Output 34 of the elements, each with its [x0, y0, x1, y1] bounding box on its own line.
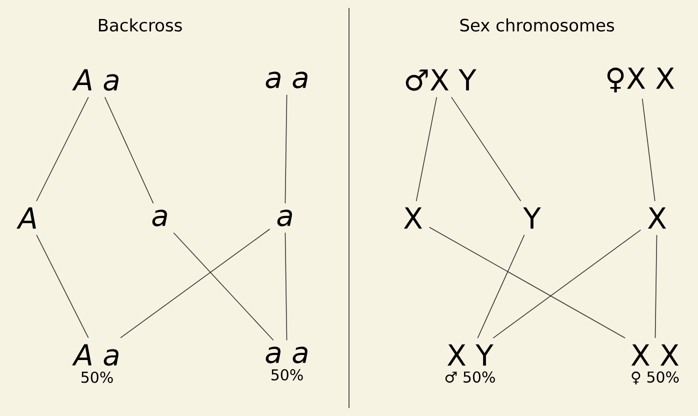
- percentage-label: 50%: [272, 369, 303, 380]
- allele-symbol: a a: [266, 346, 308, 364]
- connector-line: [36, 234, 89, 338]
- allele-symbol: ♀X X: [607, 68, 674, 92]
- connector-line: [642, 98, 656, 202]
- allele-symbol: a: [152, 210, 167, 226]
- connector-line: [120, 228, 270, 338]
- percentage-label: ♂ 50%: [445, 371, 495, 383]
- connector-line: [36, 96, 89, 202]
- allele-symbol: A: [16, 207, 36, 229]
- panel-heading: Sex chromosomes: [460, 18, 614, 32]
- connector-line: [104, 96, 154, 204]
- allele-symbol: ♂X Y: [406, 69, 476, 91]
- allele-symbol: A a: [72, 69, 118, 91]
- connector-line: [284, 232, 288, 341]
- allele-symbol: a: [277, 210, 292, 226]
- connector-line: [428, 226, 626, 338]
- connector-line: [173, 232, 274, 341]
- allele-symbol: a a: [266, 72, 308, 88]
- allele-symbol: X: [404, 207, 422, 229]
- panel-heading: Backcross: [99, 18, 182, 32]
- connector-line: [451, 96, 522, 202]
- percentage-label: 50%: [82, 372, 113, 383]
- allele-symbol: A a: [72, 344, 118, 366]
- allele-symbol: X Y: [447, 344, 494, 366]
- percentage-label: ♀ 50%: [632, 371, 679, 384]
- connector-line: [416, 96, 438, 202]
- connector-line: [284, 94, 288, 204]
- allele-symbol: X X: [631, 344, 679, 366]
- allele-symbol: X: [648, 207, 666, 229]
- connector-line: [477, 234, 525, 338]
- allele-symbol: Y: [523, 207, 541, 229]
- connector-line: [492, 230, 642, 338]
- connector-line: [654, 234, 658, 338]
